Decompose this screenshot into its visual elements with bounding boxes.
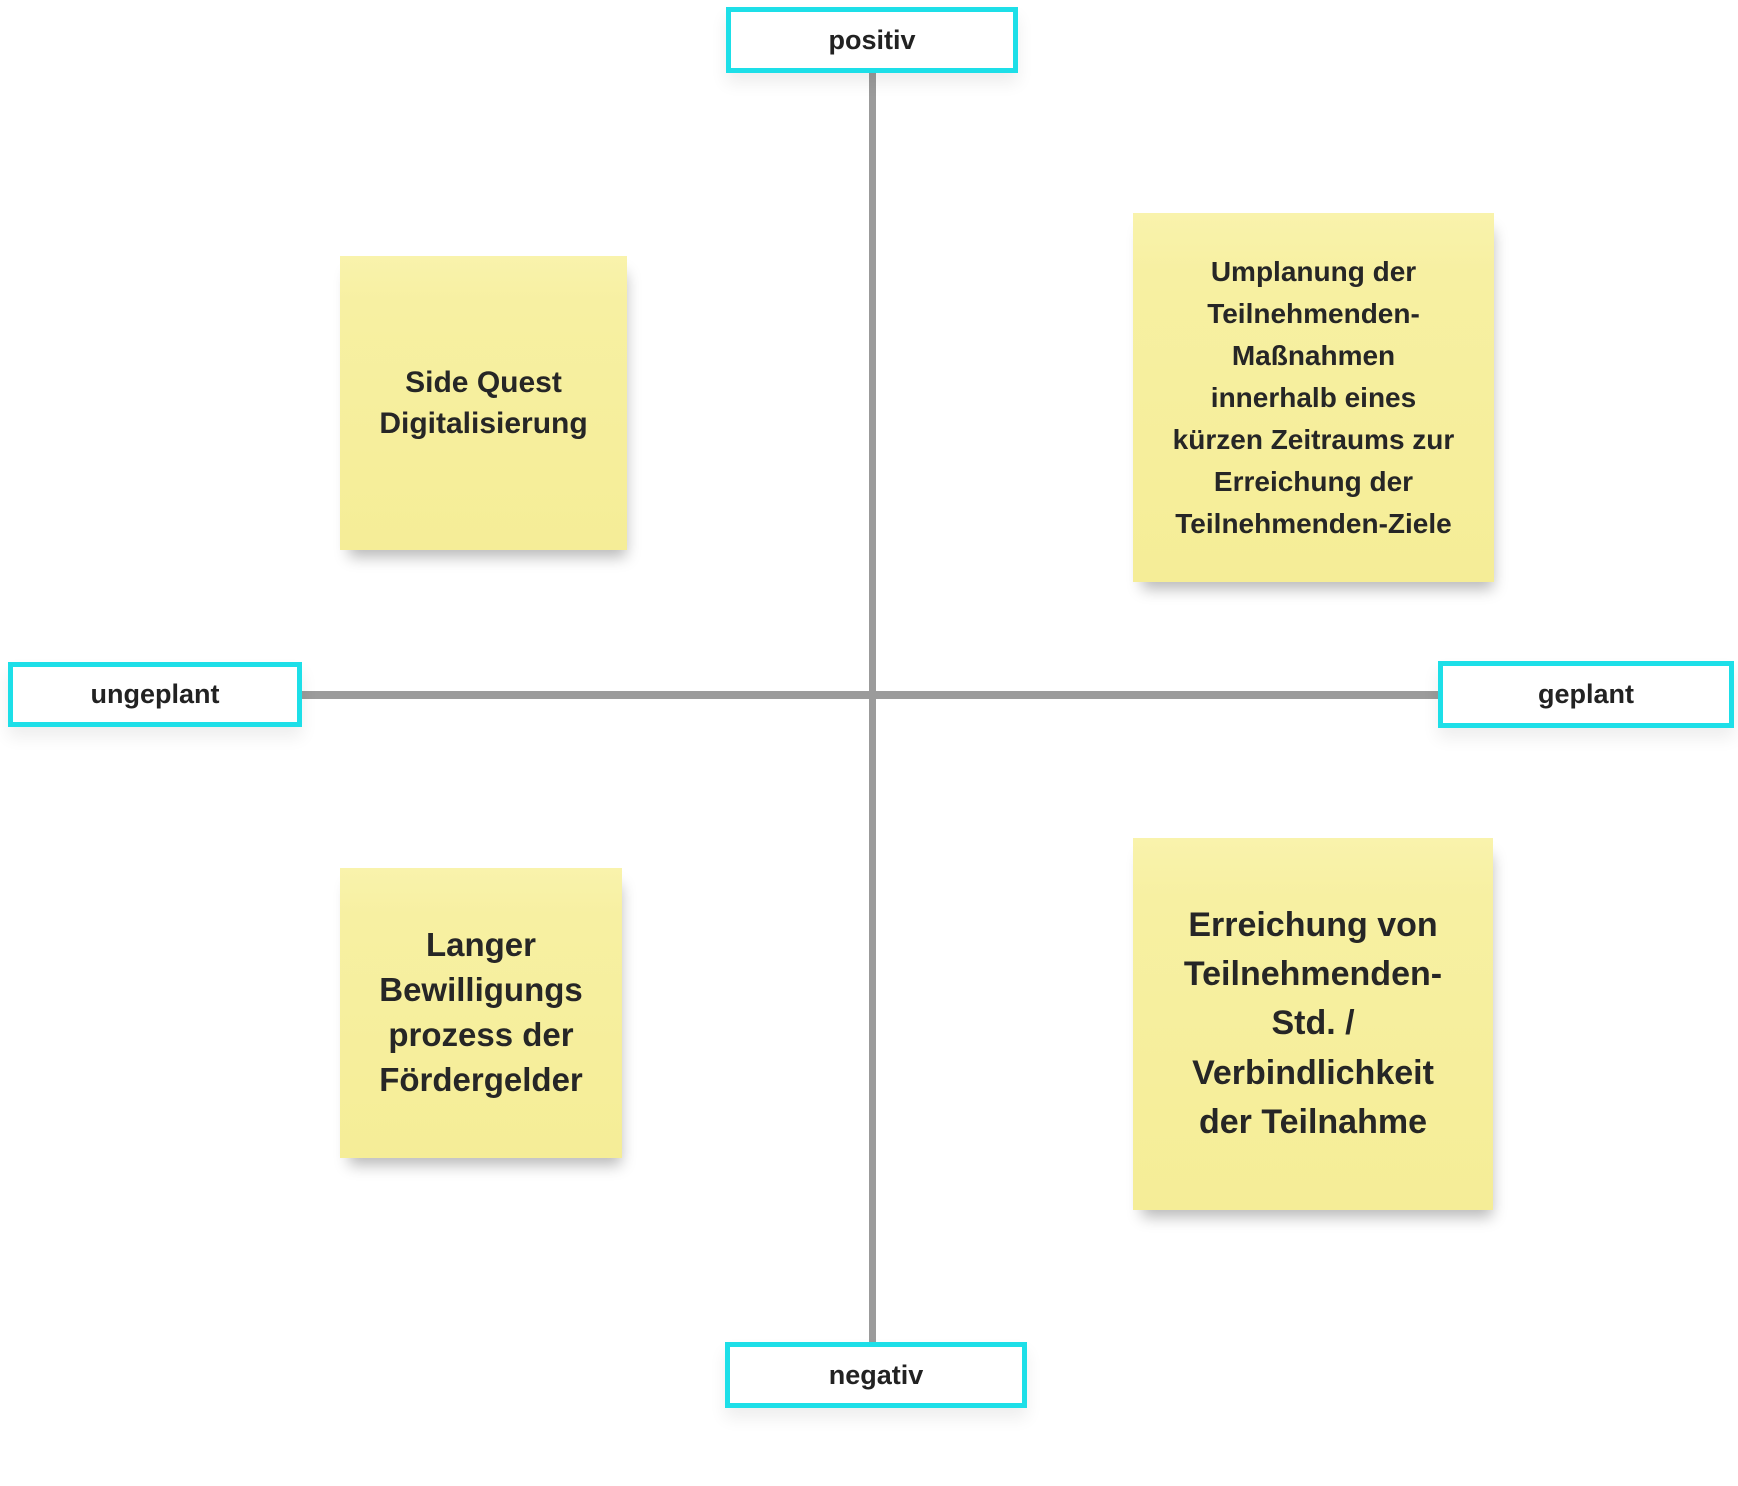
sticky-note-bottom-right-text: Erreichung von Teilnehmenden- Std. / Ver… xyxy=(1183,905,1443,1141)
axis-label-ungeplant[interactable]: ungeplant xyxy=(8,662,302,727)
horizontal-axis-line xyxy=(302,691,1438,699)
axis-label-negativ[interactable]: negativ xyxy=(725,1342,1027,1408)
axis-label-ungeplant-text: ungeplant xyxy=(90,679,220,709)
sticky-note-top-right-text: Umplanung der Teilnehmenden- Maßnahmen i… xyxy=(1172,255,1455,539)
axis-label-positiv[interactable]: positiv xyxy=(726,7,1018,73)
axis-label-positiv-text: positiv xyxy=(828,24,916,55)
axis-label-negativ-text: negativ xyxy=(828,1359,924,1390)
axis-label-geplant-text: geplant xyxy=(1537,679,1634,709)
sticky-note-top-left[interactable]: Side Quest Digitalisierung xyxy=(340,256,627,550)
vertical-axis-line xyxy=(869,70,876,1345)
sticky-note-top-left-text: Side Quest Digitalisierung xyxy=(379,365,588,440)
sticky-note-bottom-right[interactable]: Erreichung von Teilnehmenden- Std. / Ver… xyxy=(1133,838,1493,1210)
sticky-note-top-right[interactable]: Umplanung der Teilnehmenden- Maßnahmen i… xyxy=(1133,213,1494,582)
sticky-note-bottom-left[interactable]: Langer Bewilligungs prozess der Förderge… xyxy=(340,868,622,1158)
sticky-note-bottom-left-text: Langer Bewilligungs prozess der Förderge… xyxy=(379,926,583,1098)
axis-label-geplant[interactable]: geplant xyxy=(1438,661,1734,728)
